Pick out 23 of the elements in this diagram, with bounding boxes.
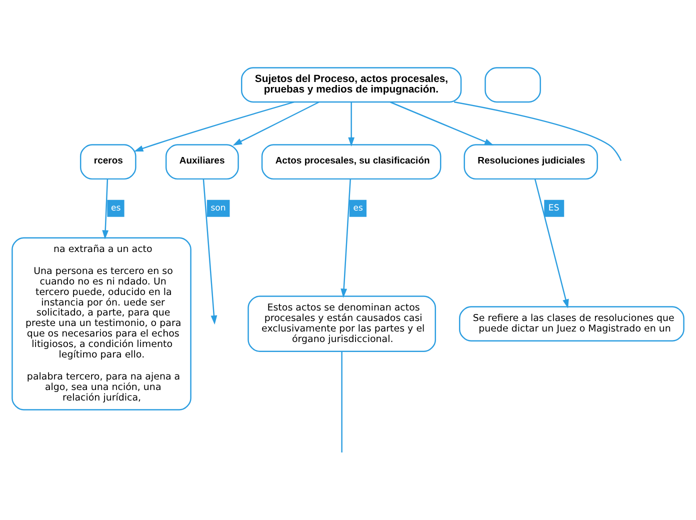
node-box: rceros: [80, 144, 136, 180]
connector: [341, 351, 342, 452]
arrow: [348, 102, 355, 146]
arrow: [390, 101, 494, 145]
arrow: [534, 178, 569, 308]
node-box: Se refiere a las clases de resoluciones que puede dictar un Juez o Magistrado en un: [459, 306, 684, 342]
arrow: [202, 178, 218, 324]
node-box: [484, 66, 541, 102]
node-box: Sujetos del Proceso, actos procesales, pruebas y medios de impugnación.: [241, 66, 462, 102]
node-box: Estos actos se denominan actos procesales y están causados casi exclusivamente por las partes y el órgano jurisdiccional.: [248, 295, 436, 352]
arrow: [232, 101, 320, 145]
node-box: Auxiliares: [165, 144, 239, 180]
edge-label: es: [110, 202, 121, 213]
node-box: na extraña a un acto Una persona es tercero en so cuando no es ni ndado. Un tercero puede, oducido en la instancia por ón. uede ser solicitado, a parte, para que preste una un testimonio, o para que os necesarios para el echos litigiosos, a condición limento legítimo para ello. palabra tercero, para na ajena a algo, sea una nción, una relación jurídica,: [12, 236, 192, 410]
connector: [454, 100, 622, 161]
node-box: Actos procesales, su clasificación: [261, 144, 442, 180]
edge-label: es: [353, 202, 363, 213]
node-box: Resoluciones judiciales: [464, 144, 598, 180]
arrow: [134, 101, 294, 151]
edge-label: ES: [548, 202, 560, 213]
arrow: [102, 178, 109, 239]
edge-label: son: [210, 202, 226, 213]
arrow: [340, 178, 351, 298]
